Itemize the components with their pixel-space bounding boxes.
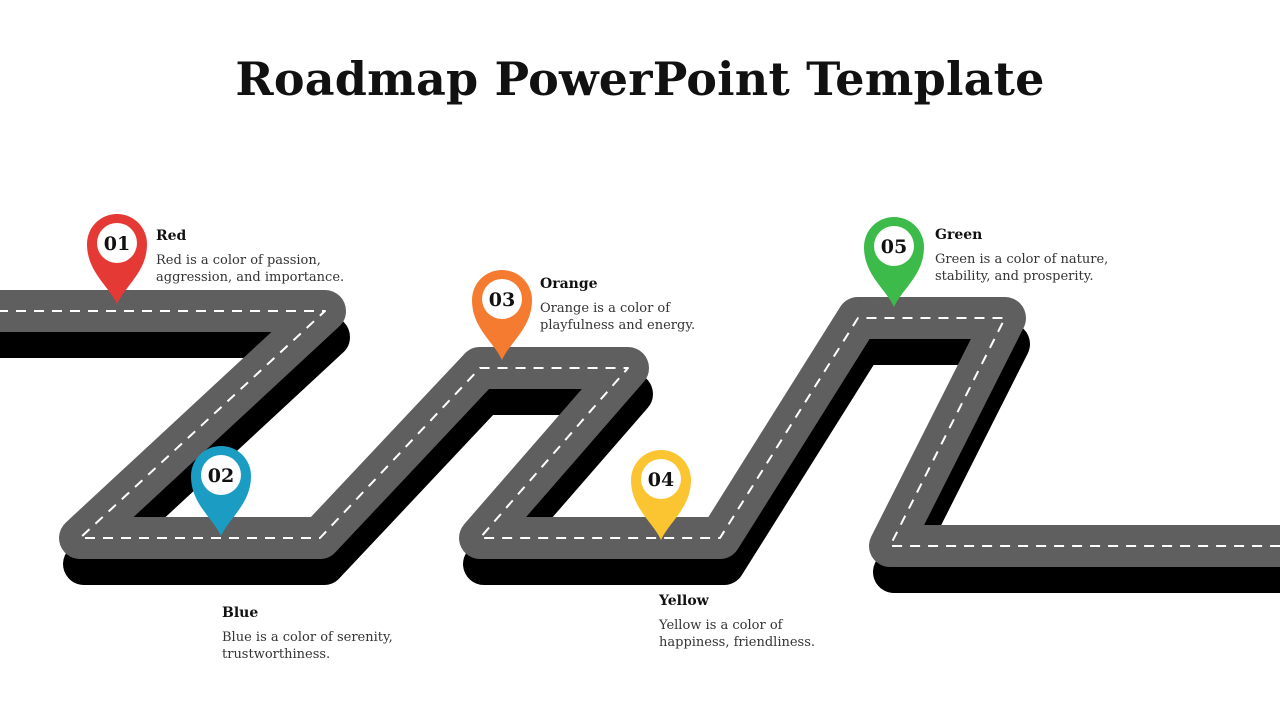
milestone-01-title: Red (156, 228, 187, 244)
pin-05-number: 05 (881, 236, 907, 258)
milestone-03-desc-line2: playfulness and energy. (540, 318, 696, 333)
pin-04-number: 04 (648, 469, 674, 491)
pin-02-number: 02 (208, 465, 234, 487)
milestone-02-desc-line1: Blue is a color of serenity, (222, 630, 393, 645)
pin-02: 02 (191, 446, 251, 536)
pin-05: 05 (864, 217, 924, 307)
milestone-01: Red Red is a color of passion, aggressio… (156, 228, 366, 286)
milestone-02-desc-line2: trustworthiness. (222, 647, 331, 662)
pin-03: 03 (472, 270, 532, 360)
milestone-03-description: Orange is a color of playfulness and ene… (540, 300, 750, 334)
milestone-02: Blue Blue is a color of serenity, trustw… (222, 605, 432, 663)
pin-01: 01 (87, 214, 147, 304)
milestone-04-description: Yellow is a color of happiness, friendli… (659, 617, 869, 651)
milestone-01-description: Red is a color of passion, aggression, a… (156, 252, 366, 286)
milestone-03-title: Orange (540, 276, 598, 292)
road-lane-markings (0, 310, 1280, 547)
milestone-01-desc-line1: Red is a color of passion, (156, 253, 321, 268)
milestone-02-title: Blue (222, 605, 259, 621)
milestone-05-desc-line2: stability, and prosperity. (935, 269, 1094, 284)
milestone-04-desc-line2: happiness, friendliness. (659, 635, 816, 650)
pin-01-number: 01 (104, 233, 130, 255)
milestone-05-title: Green (935, 227, 983, 243)
milestone-05-description: Green is a color of nature, stability, a… (935, 251, 1145, 285)
milestone-04-desc-line1: Yellow is a color of (659, 618, 783, 633)
slide-title: Roadmap PowerPoint Template (235, 52, 1045, 106)
milestone-03: Orange Orange is a color of playfulness … (540, 276, 750, 334)
milestone-05-desc-line1: Green is a color of nature, (935, 252, 1109, 267)
milestone-04-title: Yellow (659, 593, 709, 609)
pin-03-number: 03 (489, 289, 515, 311)
pin-04: 04 (631, 450, 691, 540)
milestone-01-desc-line2: aggression, and importance. (156, 270, 345, 285)
milestone-03-desc-line1: Orange is a color of (540, 301, 671, 316)
milestone-02-description: Blue is a color of serenity, trustworthi… (222, 629, 432, 663)
milestone-04: Yellow Yellow is a color of happiness, f… (659, 593, 869, 651)
milestone-05: Green Green is a color of nature, stabil… (935, 227, 1145, 285)
